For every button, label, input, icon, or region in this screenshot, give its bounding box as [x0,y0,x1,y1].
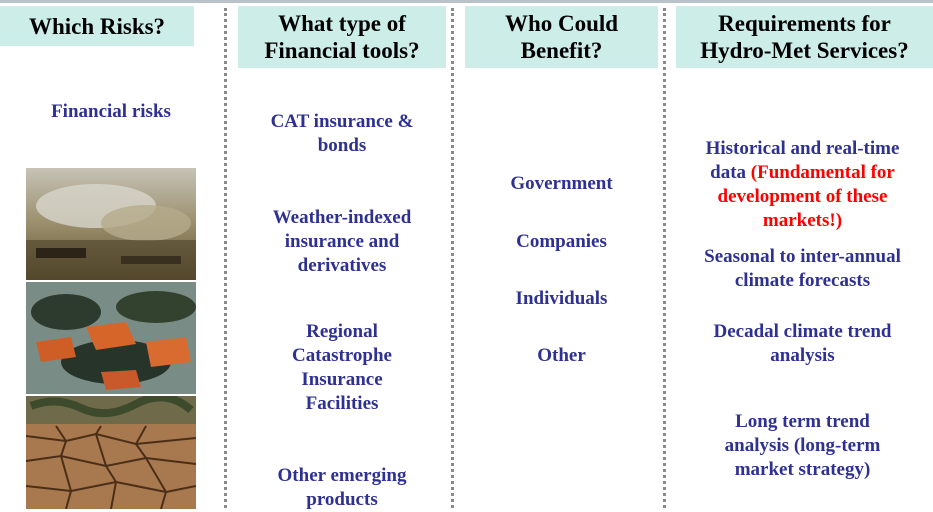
item-line: CAT insurance & [270,111,414,132]
item-line: Weather-indexed [272,207,412,228]
item-line: Catastrophe [292,345,392,366]
header-line: What type of [278,11,406,36]
highlight-line: markets!) [762,210,843,231]
header-who-benefit: Who Could Benefit? [465,6,658,68]
item-line: Historical and real-time [705,138,900,159]
highlight-text: (Fundamental for [750,162,895,183]
item-line: data (Fundamental for [672,161,933,185]
item-text: data [710,162,751,183]
item-line: derivatives [297,255,387,276]
item-line: Regional [306,321,378,342]
item-line: Decadal climate trend [713,321,892,342]
item-weather-indexed: Weather-indexed insurance and derivative… [238,206,446,278]
header-which-risks-label: Which Risks? [28,13,166,39]
item-line: Other emerging [277,465,407,486]
item-seasonal-forecasts: Seasonal to inter-annual climate forecas… [672,245,933,293]
item-cat-insurance: CAT insurance & bonds [238,110,446,158]
header-line: Hydro-Met Services? [700,38,909,63]
item-financial-risks: Financial risks [51,101,171,122]
column-divider-1 [224,8,227,508]
header-line: Benefit? [520,38,603,63]
item-individuals: Individuals [515,288,608,309]
highlight-line: development of these [717,186,888,207]
header-line: Financial tools? [264,38,420,63]
item-line: bonds [317,135,367,156]
item-other-emerging: Other emerging products [238,464,446,512]
header-requirements: Requirements for Hydro-Met Services? [676,6,933,68]
item-line: insurance and [284,231,400,252]
item-other: Other [537,345,586,366]
item-regional-catastrophe: Regional Catastrophe Insurance Facilitie… [238,320,446,416]
item-historical-data: Historical and real-time data (Fundament… [672,137,933,233]
top-rule [0,0,933,3]
header-line: Who Could [504,11,619,36]
column-divider-2 [451,8,454,508]
item-line: Facilities [305,393,379,414]
item-line: Insurance [301,369,383,390]
item-decadal-trend: Decadal climate trend analysis [672,320,933,368]
item-line: climate forecasts [734,270,871,291]
landslide-photo [26,282,196,394]
header-line: Requirements for [718,11,891,36]
drought-photo [26,396,196,509]
column-divider-3 [663,8,666,508]
flood-photo [26,168,196,280]
item-line: Seasonal to inter-annual [704,246,901,267]
item-line: analysis [770,345,835,366]
item-line: products [306,489,378,510]
header-which-risks: Which Risks? [0,6,194,46]
item-companies: Companies [516,231,607,252]
item-line: Long term trend [735,411,870,432]
item-long-term-trend: Long term trend analysis (long-term mark… [672,410,933,482]
header-financial-tools: What type of Financial tools? [238,6,446,68]
item-line: market strategy) [734,459,871,480]
item-line: analysis (long-term [724,435,881,456]
item-government: Government [510,173,613,194]
